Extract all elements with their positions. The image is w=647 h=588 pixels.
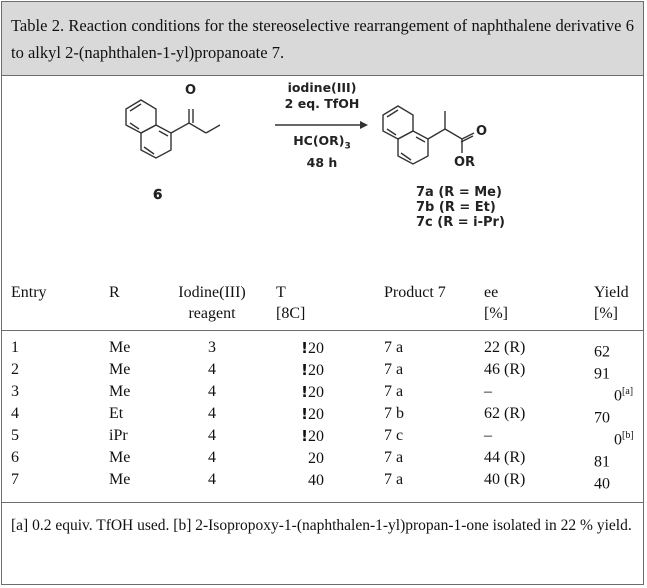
header-iodine-line2: reagent xyxy=(188,305,236,322)
product-label-7c: 7c (R = i-Pr) xyxy=(416,215,505,230)
condition-reagent: iodine(III) xyxy=(287,80,357,95)
reactant-label: 6 xyxy=(153,187,163,203)
header-entry: Entry xyxy=(11,284,47,301)
footer-rule xyxy=(2,502,643,503)
condition-orthoformate: HC(OR)3 xyxy=(293,133,351,152)
reaction-arrow xyxy=(275,121,368,129)
reaction-scheme: O O OR iodine(III) 2 eq. TfOH HC(OR)3 48… xyxy=(2,77,643,267)
header-ee: ee xyxy=(484,284,499,301)
product-label-7b: 7b (R = Et) xyxy=(416,200,496,215)
header-rule xyxy=(2,330,643,331)
header-product: Product 7 xyxy=(384,284,446,301)
reaction-scheme-drawing xyxy=(125,99,475,165)
arrow-top-conditions: iodine(III) 2 eq. TfOH xyxy=(270,80,374,112)
header-yield: Yield xyxy=(594,284,629,301)
condition-time: 48 h xyxy=(306,154,338,170)
product-oxygen-label: O xyxy=(476,124,488,139)
condition-acid: 2 eq. TfOH xyxy=(284,96,360,111)
reactant-structure xyxy=(125,99,221,159)
product-structure xyxy=(382,105,475,165)
table-caption: Table 2. Reaction conditions for the ste… xyxy=(2,2,643,76)
arrow-bottom-conditions: HC(OR)3 48 h xyxy=(270,133,374,171)
table-footnote: [a] 0.2 equiv. TfOH used. [b] 2-Isopropo… xyxy=(11,517,632,534)
header-r: R xyxy=(109,284,120,301)
header-temperature: T xyxy=(276,284,286,301)
header-ee-unit: [%] xyxy=(484,305,508,322)
header-temperature-unit: [8C] xyxy=(276,305,306,322)
header-iodine: Iodine(III) xyxy=(178,284,246,301)
product-label-7a: 7a (R = Me) xyxy=(416,185,502,200)
header-yield-unit: [%] xyxy=(594,305,618,322)
product-or-label: OR xyxy=(454,155,476,170)
reactant-oxygen-label: O xyxy=(185,83,197,98)
